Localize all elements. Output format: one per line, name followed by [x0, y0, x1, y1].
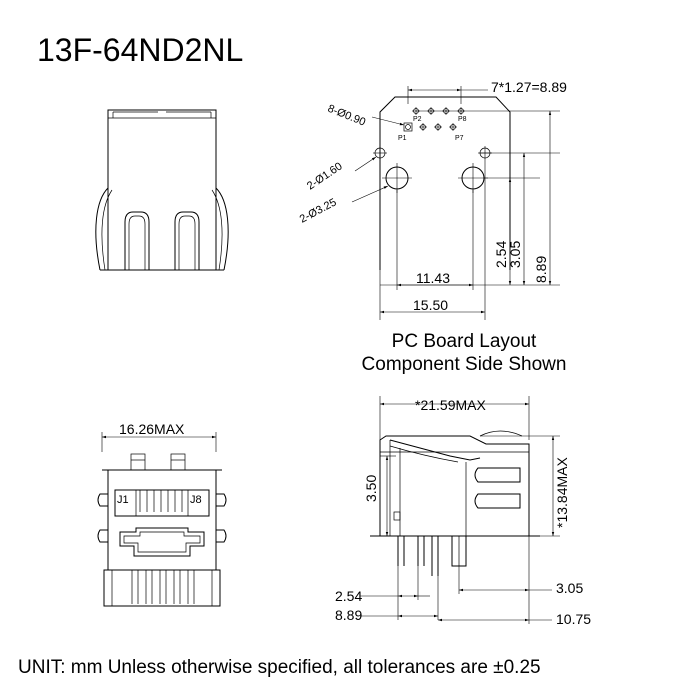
dim-small-hole: 2-Ø1.60 [305, 160, 345, 192]
dim-pin-hole: 8-Ø0.90 [326, 103, 367, 129]
part-number-title: 13F-64ND2NL [37, 32, 244, 68]
jack-side-view: *21.59MAX 3.50 [335, 396, 591, 627]
dim-side-height: *13.84MAX [554, 457, 570, 528]
dim-3-50: 3.50 [363, 475, 379, 502]
dim-side-10-75: 10.75 [556, 611, 591, 627]
pin-label-p2: P2 [413, 116, 422, 123]
jack-label-j8: J8 [190, 494, 202, 506]
jack-label-j1: J1 [117, 494, 129, 506]
dim-pitch: 7*1.27=8.89 [491, 79, 567, 95]
dim-8-89: 8.89 [533, 256, 549, 283]
pin-label-p7: P7 [455, 135, 464, 142]
dim-side-3-05: 3.05 [556, 580, 583, 596]
pcb-layout-caption: PC Board Layout [391, 331, 537, 352]
pin-label-p1: P1 [398, 135, 407, 142]
dim-11-43: 11.43 [416, 270, 450, 286]
dim-2-54: 2.54 [493, 241, 509, 268]
pcb-layout-subcaption: Component Side Shown [361, 354, 567, 375]
units-note: UNIT: mm Unless otherwise specified, all… [18, 657, 541, 678]
dim-large-hole: 2-Ø3.25 [298, 196, 339, 225]
dim-3-05: 3.05 [507, 241, 523, 268]
jack-top-view [95, 109, 229, 271]
dim-15-50: 15.50 [413, 297, 448, 313]
dim-side-2-54: 2.54 [335, 588, 362, 604]
dim-side-length: *21.59MAX [415, 397, 486, 413]
dim-front-width: 16.26MAX [119, 421, 185, 437]
dim-side-8-89: 8.89 [335, 607, 362, 623]
pcb-layout-drawing: P2 P8 P1 P7 7*1.27=8.89 8-Ø0.90 2-Ø1.60 [298, 79, 567, 320]
jack-front-view: 16.26MAX J1 J8 [97, 421, 227, 607]
pin-label-p8: P8 [458, 116, 467, 123]
